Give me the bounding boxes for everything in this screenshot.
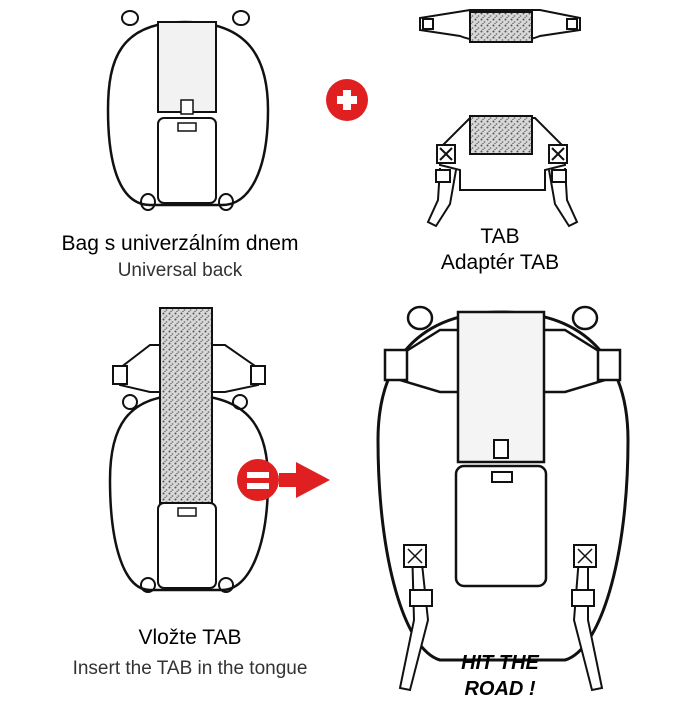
tab-adapter [426, 115, 579, 228]
caption-tab-cz: TAB [480, 225, 520, 248]
caption-insert-cz: Vložte TAB [138, 626, 242, 649]
bag-with-tab-inserted [108, 307, 270, 593]
hit-the-road-line1: HIT THE [461, 652, 539, 674]
hit-the-road-line2: ROAD ! [464, 678, 536, 700]
caption-tab-en: Adaptér TAB [440, 251, 560, 274]
bag-universal-back [106, 10, 270, 211]
caption-insert-en: Insert the TAB in the tongue [72, 658, 308, 679]
tab-strap-top [419, 9, 581, 43]
caption-bag-en: Universal back [117, 260, 243, 281]
assembled-backpack [376, 305, 630, 692]
hit-the-road-label: HIT THE ROAD ! [440, 650, 560, 702]
caption-bag-cz: Bag s univerzálním dnem [61, 232, 299, 255]
equals-arrow-icon [237, 459, 330, 501]
plus-icon [326, 79, 368, 121]
